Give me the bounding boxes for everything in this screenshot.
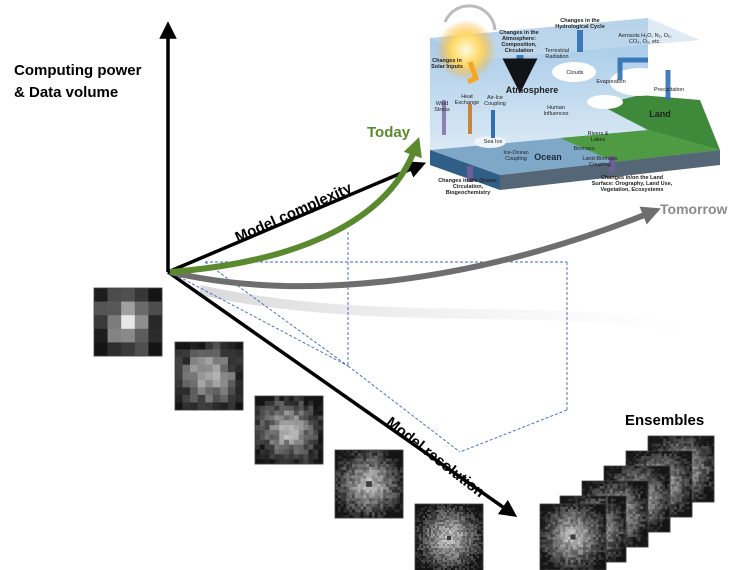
- wind-stress-label: Wind Stress: [434, 101, 450, 113]
- human-influences-label: Human Influences: [543, 105, 569, 117]
- climate-system-illustration: [430, 4, 720, 190]
- terrestrial-label: Terrestrial Radiation: [544, 48, 570, 60]
- precipitation-label: Precipitation: [653, 87, 685, 93]
- ocean-title: Ocean: [534, 152, 562, 162]
- heat-exchange-label: Heat Exchange: [454, 94, 480, 106]
- resolution-thumbnails: [93, 287, 484, 570]
- thumbnail-finest: [414, 503, 484, 570]
- tomorrow-arrow: [169, 206, 661, 290]
- computing-power-line-2: & Data volume: [14, 84, 119, 101]
- computing-power-line-1: Computing power: [14, 62, 142, 79]
- land-changes-label: Changes in/on the Land Surface: Orograph…: [591, 175, 673, 193]
- tomorrow-arrow-shadow: [198, 285, 692, 335]
- solar-inputs-label: Changes in Solar Inputs: [431, 58, 463, 70]
- today-label: Today: [367, 124, 411, 141]
- rivers-lakes-label: Rivers & Lakes: [587, 131, 609, 143]
- model-complexity-axis: [167, 161, 427, 274]
- atmosphere-title: Atmosphere: [505, 85, 559, 95]
- thumbnail-medium: [174, 341, 244, 411]
- computing-power-label: Computing power & Data volume: [14, 60, 142, 104]
- ocean-changes-label: Changes in the Ocean: Circulation, Bioge…: [438, 178, 498, 196]
- sea-ice-label: Sea Ice: [483, 139, 503, 145]
- model-resolution-axis: [166, 270, 518, 518]
- aerosols-label: Aerosols H₂O, N₂, O₂, CO₂, O₃, etc.: [618, 33, 672, 45]
- air-ice-label: Air-Ice Coupling: [484, 95, 506, 107]
- ensembles-label: Ensembles: [625, 412, 705, 429]
- clouds-label: Clouds: [566, 70, 584, 76]
- today-arrow: [169, 136, 422, 275]
- thumbnail-finer: [334, 449, 404, 519]
- thumbnail-fine: [254, 395, 324, 465]
- thumbnail-coarse: [93, 287, 163, 357]
- tomorrow-label: Tomorrow: [660, 201, 728, 217]
- land-biomass-label: Land-Biomass Coupling: [582, 156, 618, 168]
- ice-ocean-label: Ice-Ocean Coupling: [503, 150, 529, 162]
- land-title: Land: [649, 109, 671, 119]
- ensemble-member: [539, 503, 607, 570]
- atmosphere-changes-label: Changes in the Atmosphere: Composition, …: [499, 30, 539, 54]
- ensemble-stack: [539, 435, 715, 570]
- evaporation-label: Evaporation: [596, 79, 626, 85]
- hydrological-label: Changes in the Hydrological Cycle: [555, 18, 605, 30]
- biomass-label: Biomass: [573, 146, 595, 152]
